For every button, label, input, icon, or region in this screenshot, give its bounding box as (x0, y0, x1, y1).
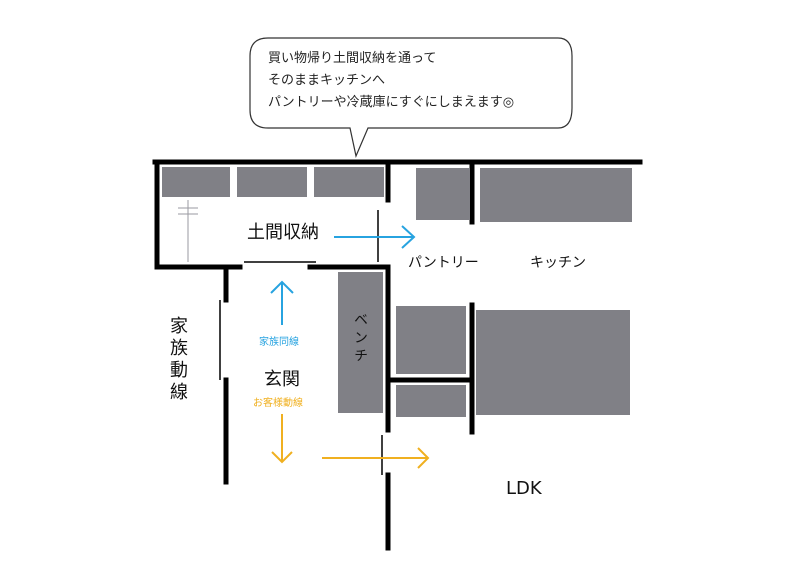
doma-to-pantry-arrow (334, 225, 416, 249)
bubble-line-2: そのままキッチンへ (268, 73, 386, 88)
small-shelf (396, 385, 466, 417)
doma-shelf-3 (314, 167, 384, 197)
doma-shelf-2 (237, 167, 307, 197)
bubble-line-1: 買い物帰り土間収納を通って (268, 51, 437, 66)
pantry-shelf (416, 168, 470, 220)
walls (152, 159, 643, 551)
fridge (396, 306, 466, 374)
guest-route-arrow-down (271, 414, 293, 464)
genkan-label: 玄関 (264, 369, 300, 390)
kitchen-island (476, 310, 630, 415)
pantry-label: パントリー (408, 255, 479, 271)
bench-block (338, 272, 383, 413)
doma-shelf-1 (162, 167, 230, 197)
kitchen-label: キッチン (530, 255, 586, 271)
doma-label: 土間収納 (247, 222, 319, 243)
bench-label: ベンチ (352, 312, 368, 366)
family-route-small-label: 家族同線 (259, 337, 299, 348)
coat-rack-icon (178, 200, 198, 262)
guest-route-arrow-right (322, 447, 430, 469)
furniture (162, 167, 632, 417)
ldk-label: LDK (506, 478, 542, 499)
kitchen-counter-top (480, 168, 632, 222)
guest-route-label: お客様動線 (253, 398, 303, 409)
family-route-arrow (270, 280, 294, 325)
speech-bubble-text: 買い物帰り土間収納を通って そのままキッチンへ パントリーや冷蔵庫にすぐにしまえ… (268, 48, 568, 114)
family-route-label: 家族動線 (167, 316, 188, 404)
bubble-line-3: パントリーや冷蔵庫にすぐにしまえます◎ (268, 95, 515, 110)
speech-bubble (249, 37, 573, 158)
